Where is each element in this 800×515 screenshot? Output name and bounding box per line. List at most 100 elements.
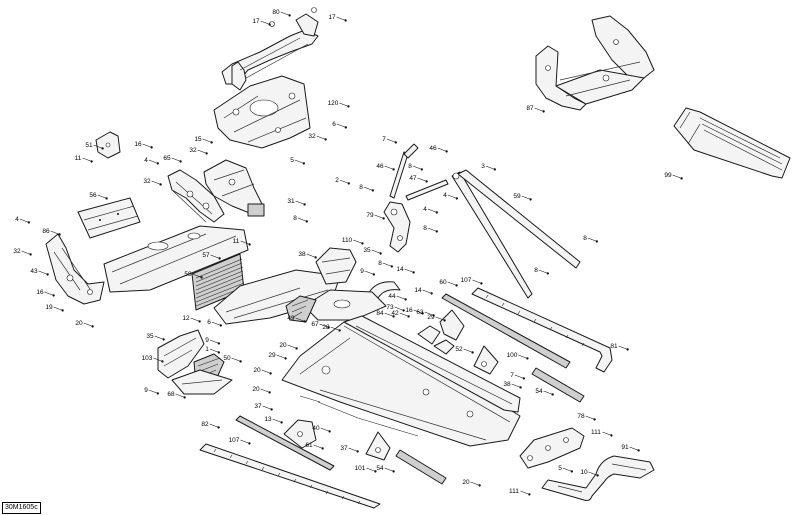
- callout-label: 78: [577, 413, 585, 420]
- callout-label: 31: [287, 198, 295, 205]
- callout-44: 44: [388, 293, 407, 301]
- leader-dot: [303, 203, 306, 206]
- callout-label: 20: [252, 386, 260, 393]
- leader-dot: [493, 168, 496, 171]
- callout-label: 14: [396, 266, 404, 273]
- leader-line: [543, 390, 552, 395]
- callout-60: 60: [439, 279, 458, 287]
- callout-label: 91: [621, 444, 629, 451]
- leader-line: [585, 415, 594, 420]
- leader-line: [371, 249, 380, 254]
- leader-dot: [338, 329, 341, 332]
- callout-32: 32: [308, 133, 327, 141]
- leader-dot: [288, 14, 291, 17]
- callout-label: 20: [253, 367, 261, 374]
- leader-dot: [551, 393, 554, 396]
- leader-dot: [379, 252, 382, 255]
- callout-label: 20: [75, 320, 83, 327]
- callout-label: 8: [293, 215, 297, 222]
- leader-dot: [596, 474, 599, 477]
- callout-107: 107: [229, 437, 251, 445]
- callout-label: 8: [534, 267, 538, 274]
- leader-line: [470, 481, 479, 486]
- leader-dot: [522, 377, 525, 380]
- callout-label: 80: [272, 9, 280, 16]
- callout-4: 4: [443, 192, 458, 200]
- callout-label: 65: [163, 155, 171, 162]
- callout-50: 50: [223, 355, 242, 363]
- leader-dot: [361, 242, 364, 245]
- callout-6: 6: [207, 319, 222, 327]
- leader-dot: [217, 426, 220, 429]
- leader-line: [313, 444, 322, 449]
- callout-111: 111: [509, 488, 531, 496]
- callout-label: 8: [583, 235, 587, 242]
- callout-40: 40: [312, 425, 331, 433]
- callout-label: 37: [340, 445, 348, 452]
- callout-32: 32: [13, 248, 32, 256]
- callout-38: 38: [503, 381, 522, 389]
- leader-line: [262, 405, 271, 410]
- leader-line: [472, 279, 481, 284]
- leader-line: [374, 214, 383, 219]
- callout-label: 52: [455, 346, 463, 353]
- leader-dot: [61, 309, 64, 312]
- leader-line: [629, 446, 638, 451]
- callout-label: 7: [382, 136, 386, 143]
- leader-line: [602, 431, 611, 436]
- leader-line: [287, 344, 296, 349]
- callout-label: 81: [610, 343, 618, 350]
- leader-line: [435, 316, 444, 321]
- leader-dot: [372, 273, 375, 276]
- rear-bumper: [541, 455, 655, 501]
- curved-support: [367, 281, 401, 299]
- callout-label: 2: [335, 177, 339, 184]
- leader-line: [306, 253, 315, 258]
- callout-13: 13: [264, 416, 283, 424]
- callout-label: 11: [75, 155, 82, 162]
- leader-line: [447, 194, 456, 199]
- leader-line: [320, 427, 329, 432]
- callout-99: 99: [664, 172, 683, 180]
- callout-61: 61: [305, 442, 324, 450]
- leader-dot: [217, 351, 220, 354]
- leader-line: [447, 281, 456, 286]
- leader-line: [417, 177, 426, 182]
- callout-29: 29: [268, 352, 287, 360]
- leader-dot: [156, 162, 159, 165]
- callout-label: 107: [461, 277, 472, 284]
- callout-4: 4: [144, 157, 159, 165]
- leader-line: [384, 312, 393, 317]
- leader-dot: [156, 392, 159, 395]
- leader-line: [366, 467, 375, 472]
- callout-label: 13: [264, 416, 272, 423]
- callout-54: 54: [376, 465, 395, 473]
- callout-73: 73: [386, 304, 405, 312]
- leader-line: [231, 357, 240, 362]
- leader-line: [295, 200, 304, 205]
- callout-8: 8: [534, 267, 549, 275]
- callout-63: 63: [416, 309, 435, 317]
- callout-label: 4: [443, 192, 447, 199]
- callout-label: 8: [423, 225, 427, 232]
- leader-dot: [219, 324, 222, 327]
- callout-14: 14: [396, 266, 415, 274]
- callout-label: 58: [184, 271, 192, 278]
- reference-code-label: 30M1605c: [2, 502, 41, 514]
- callout-20: 20: [279, 342, 298, 350]
- leader-line: [382, 262, 391, 267]
- leader-line: [339, 179, 348, 184]
- leader-line: [148, 389, 157, 394]
- callout-label: 87: [526, 105, 534, 112]
- slider-bar-54b: [531, 367, 585, 403]
- callout-label: 20: [462, 479, 470, 486]
- leader-dot: [90, 160, 93, 163]
- leader-line: [83, 322, 92, 327]
- callout-52: 52: [455, 346, 474, 354]
- leader-line: [209, 348, 218, 353]
- callout-3: 3: [481, 163, 496, 171]
- leader-dot: [29, 253, 32, 256]
- callout-label: 6: [332, 121, 336, 128]
- callout-label: 47: [409, 175, 417, 182]
- leader-line: [210, 254, 219, 259]
